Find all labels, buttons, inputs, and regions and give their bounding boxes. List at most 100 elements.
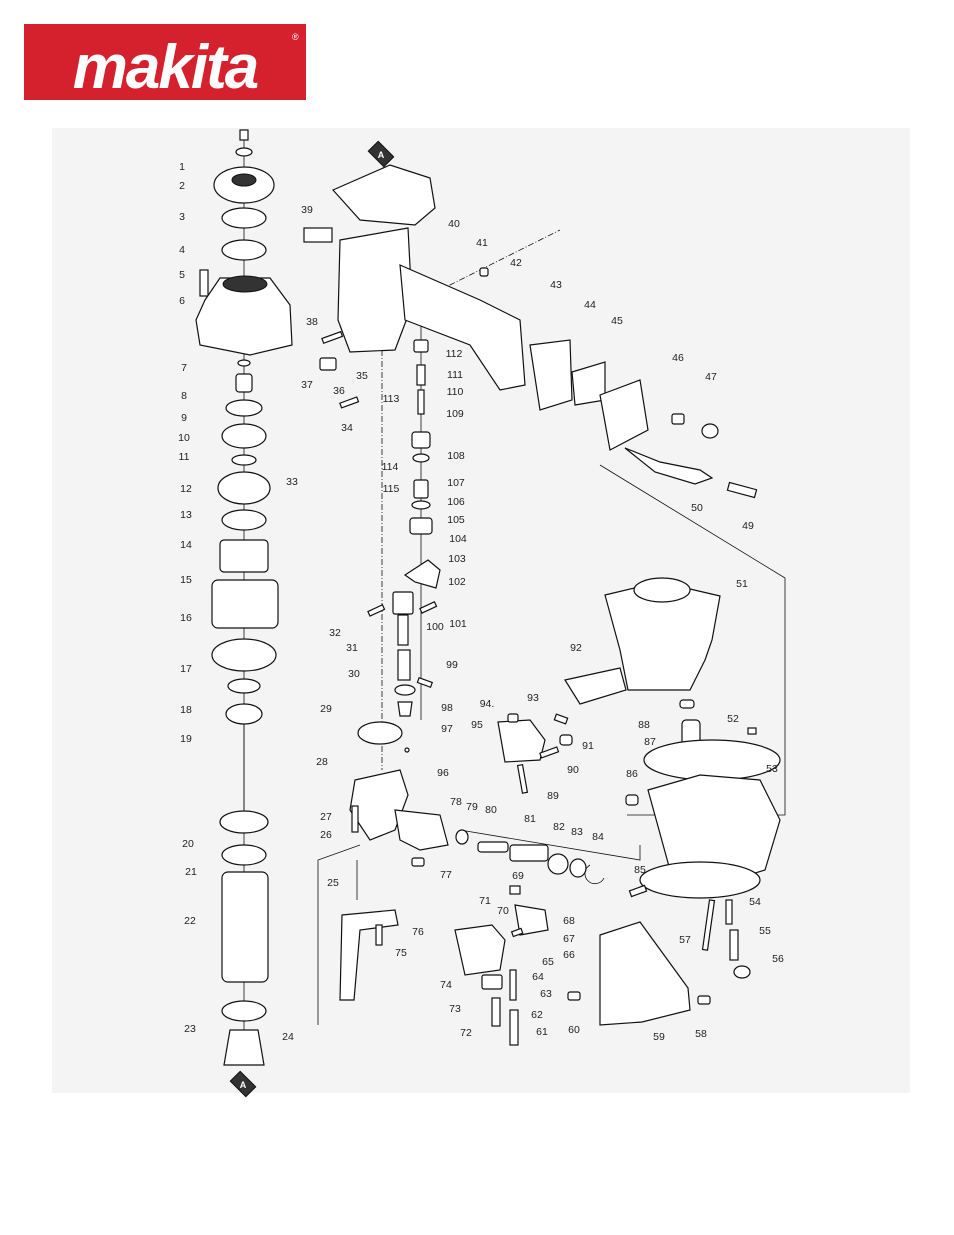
main-housing: A: [303, 140, 758, 499]
part-label: 32: [329, 627, 341, 639]
part-label: 109: [446, 408, 464, 420]
part-label: 65: [542, 956, 554, 968]
part-label: 33: [286, 476, 298, 488]
part-label: 74: [440, 979, 452, 991]
marker-a-bottom: A: [240, 1080, 247, 1090]
part-label: 104: [449, 533, 467, 545]
part-label: 28: [316, 756, 328, 768]
part-number-labels: 1234567891011121314151617181920212223242…: [178, 161, 784, 1043]
part-label: 59: [653, 1031, 665, 1043]
part-label: 15: [180, 574, 192, 586]
part-label: 70: [497, 905, 509, 917]
part-label: 76: [412, 926, 424, 938]
part-label: 43: [550, 279, 562, 291]
makita-logo-wordmark: makita: [73, 33, 258, 100]
part-label: 1: [179, 161, 185, 173]
part-label: 108: [447, 450, 465, 462]
valve-assembly: [357, 339, 441, 753]
part-label: 84: [592, 831, 604, 843]
driver-trigger-assembly: [339, 769, 605, 1001]
part-label: 18: [180, 704, 192, 716]
part-label: 114: [382, 461, 399, 473]
part-label: 6: [179, 295, 185, 307]
part-label: 26: [320, 829, 332, 841]
part-label: 80: [485, 804, 497, 816]
part-label: 38: [306, 316, 318, 328]
contact-arm-parts: [497, 713, 573, 794]
part-label: 115: [383, 483, 400, 495]
part-label: 85: [634, 864, 646, 876]
part-label: 24: [282, 1031, 294, 1043]
part-label: 16: [180, 612, 192, 624]
part-label: 69: [512, 870, 524, 882]
part-label: 10: [178, 432, 190, 444]
part-label: 12: [180, 483, 192, 495]
part-label: 21: [185, 866, 197, 878]
part-label: 42: [510, 257, 522, 269]
part-label: 25: [327, 877, 339, 889]
part-label: 102: [448, 576, 466, 588]
part-label: 31: [346, 642, 358, 654]
part-label: 27: [320, 811, 332, 823]
part-label: 91: [582, 740, 594, 752]
part-label: 4: [179, 244, 185, 256]
part-label: 72: [460, 1027, 472, 1039]
part-label: 36: [333, 385, 345, 397]
part-label: 13: [180, 509, 192, 521]
part-label: 95: [471, 719, 483, 731]
part-label: 8: [181, 390, 187, 402]
part-label: 100: [426, 621, 444, 633]
part-label: 20: [182, 838, 194, 850]
part-label: 107: [447, 477, 465, 489]
part-label: 39: [301, 204, 313, 216]
part-label: 35: [356, 370, 368, 382]
part-label: 90: [567, 764, 579, 776]
part-label: 2: [179, 180, 185, 192]
part-label: 113: [383, 393, 400, 405]
part-label: 23: [184, 1023, 196, 1035]
part-label: 79: [466, 801, 478, 813]
part-label: 34: [341, 422, 353, 434]
part-label: 56: [772, 953, 784, 965]
part-label: 57: [679, 934, 691, 946]
part-label: 88: [638, 719, 650, 731]
part-label: 111: [447, 369, 463, 381]
part-label: 82: [553, 821, 565, 833]
part-label: 83: [571, 826, 583, 838]
makita-logo: makita ®: [24, 24, 306, 100]
part-label: 60: [568, 1024, 580, 1036]
part-label: 3: [179, 211, 185, 223]
part-label: 7: [181, 362, 187, 374]
part-label: 19: [180, 733, 192, 745]
part-label: 9: [181, 412, 187, 424]
part-label: 14: [180, 539, 192, 551]
part-label: 40: [448, 218, 460, 230]
part-label: 58: [695, 1028, 707, 1040]
part-label: 99: [446, 659, 458, 671]
part-label: 51: [736, 578, 748, 590]
registered-mark: ®: [292, 32, 299, 42]
part-label: 29: [320, 703, 332, 715]
part-label: 77: [440, 869, 452, 881]
cylinder-cap-assembly: A: [195, 129, 293, 1098]
part-label: 64: [532, 971, 544, 983]
part-label: 86: [626, 768, 638, 780]
part-label: 22: [184, 915, 196, 927]
part-label: 17: [180, 663, 192, 675]
part-label: 89: [547, 790, 559, 802]
part-label: 66: [563, 949, 575, 961]
part-label: 110: [447, 386, 464, 398]
part-label: 98: [441, 702, 453, 714]
trigger-lever-assembly: [454, 885, 549, 1046]
part-label: 30: [348, 668, 360, 680]
part-label: 5: [179, 269, 185, 281]
part-label: 106: [447, 496, 465, 508]
part-label: 63: [540, 988, 552, 1000]
part-label: 62: [531, 1009, 543, 1021]
part-label: 103: [448, 553, 466, 565]
part-label: 11: [179, 451, 190, 463]
part-label: 87: [644, 736, 656, 748]
part-label: 47: [705, 371, 717, 383]
part-label: 92: [570, 642, 582, 654]
